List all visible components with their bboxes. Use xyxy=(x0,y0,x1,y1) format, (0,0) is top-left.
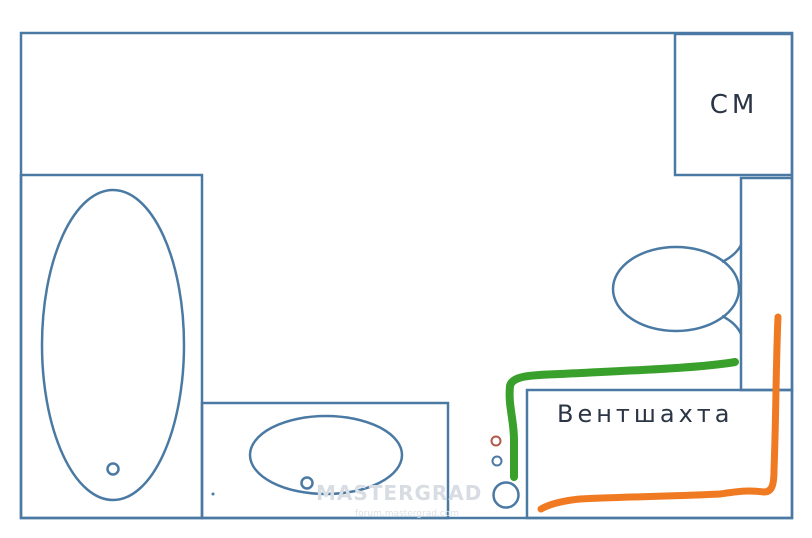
sink-drain xyxy=(300,476,314,490)
riser-blue-point xyxy=(491,455,503,467)
sink-basin xyxy=(248,414,404,496)
green-pipe-line xyxy=(505,358,739,481)
bathtub xyxy=(19,173,204,520)
toilet-cistern xyxy=(739,176,794,392)
toilet-bowl-connector xyxy=(721,244,743,335)
watermark-title: MASTERGRAD xyxy=(316,481,482,505)
vent-shaft xyxy=(525,388,794,520)
toilet-bowl xyxy=(611,245,741,333)
washing-machine-label: СМ xyxy=(710,90,759,120)
sink-counter-dot xyxy=(211,492,215,496)
bathtub-drain xyxy=(106,462,120,476)
washing-machine xyxy=(673,32,794,177)
orange-pipe-line xyxy=(537,313,782,513)
sink-counter xyxy=(200,401,450,520)
sewer-riser xyxy=(492,481,520,509)
bathtub-basin xyxy=(40,188,186,502)
vent-shaft-label: Вентшахта xyxy=(557,400,733,428)
riser-red-point xyxy=(490,435,502,447)
watermark-subtitle: forum.mastergrad.com xyxy=(355,509,459,519)
